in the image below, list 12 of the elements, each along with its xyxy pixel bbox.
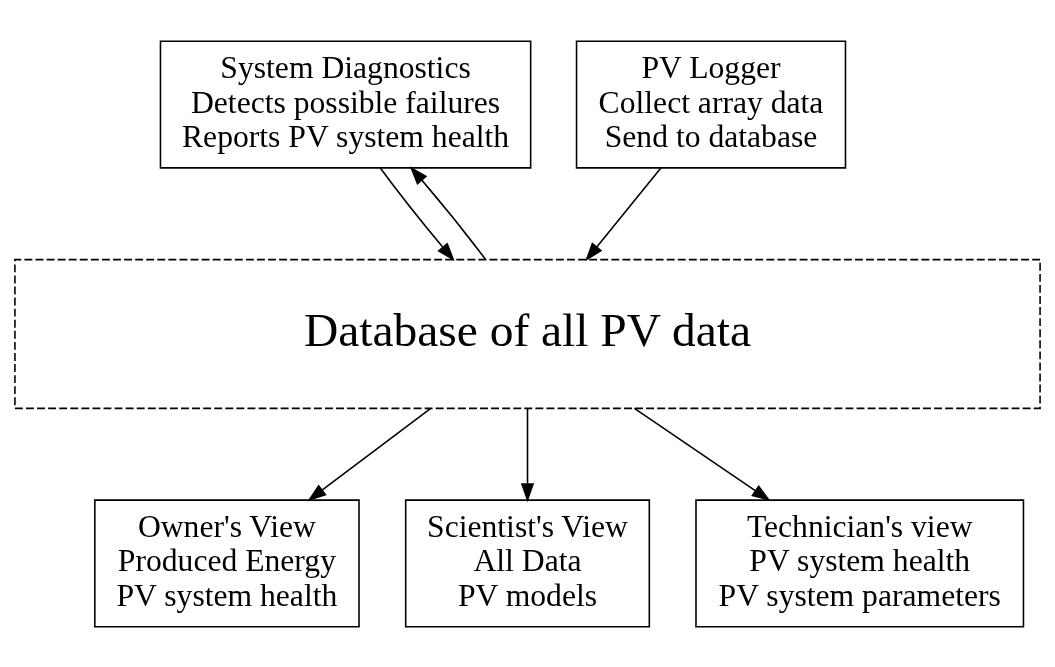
node-box: PV Logger Collect array data Send to database: [575, 40, 847, 169]
node-box: System Diagnostics Detects possible failures Reports PV system health: [159, 40, 532, 169]
arrow: [409, 165, 487, 260]
node-box: Owner's View Produced Energy PV system health: [94, 498, 360, 627]
arrow: [307, 407, 432, 501]
arrow: [379, 166, 455, 261]
node-box: Technician's view PV system health PV system parameters: [695, 498, 1025, 627]
arrow: [520, 407, 535, 502]
arrow: [633, 407, 771, 501]
node-box: Scientist's View All Data PV models: [404, 498, 651, 627]
node-box: Database of all PV data: [14, 258, 1041, 409]
arrow: [585, 166, 662, 261]
